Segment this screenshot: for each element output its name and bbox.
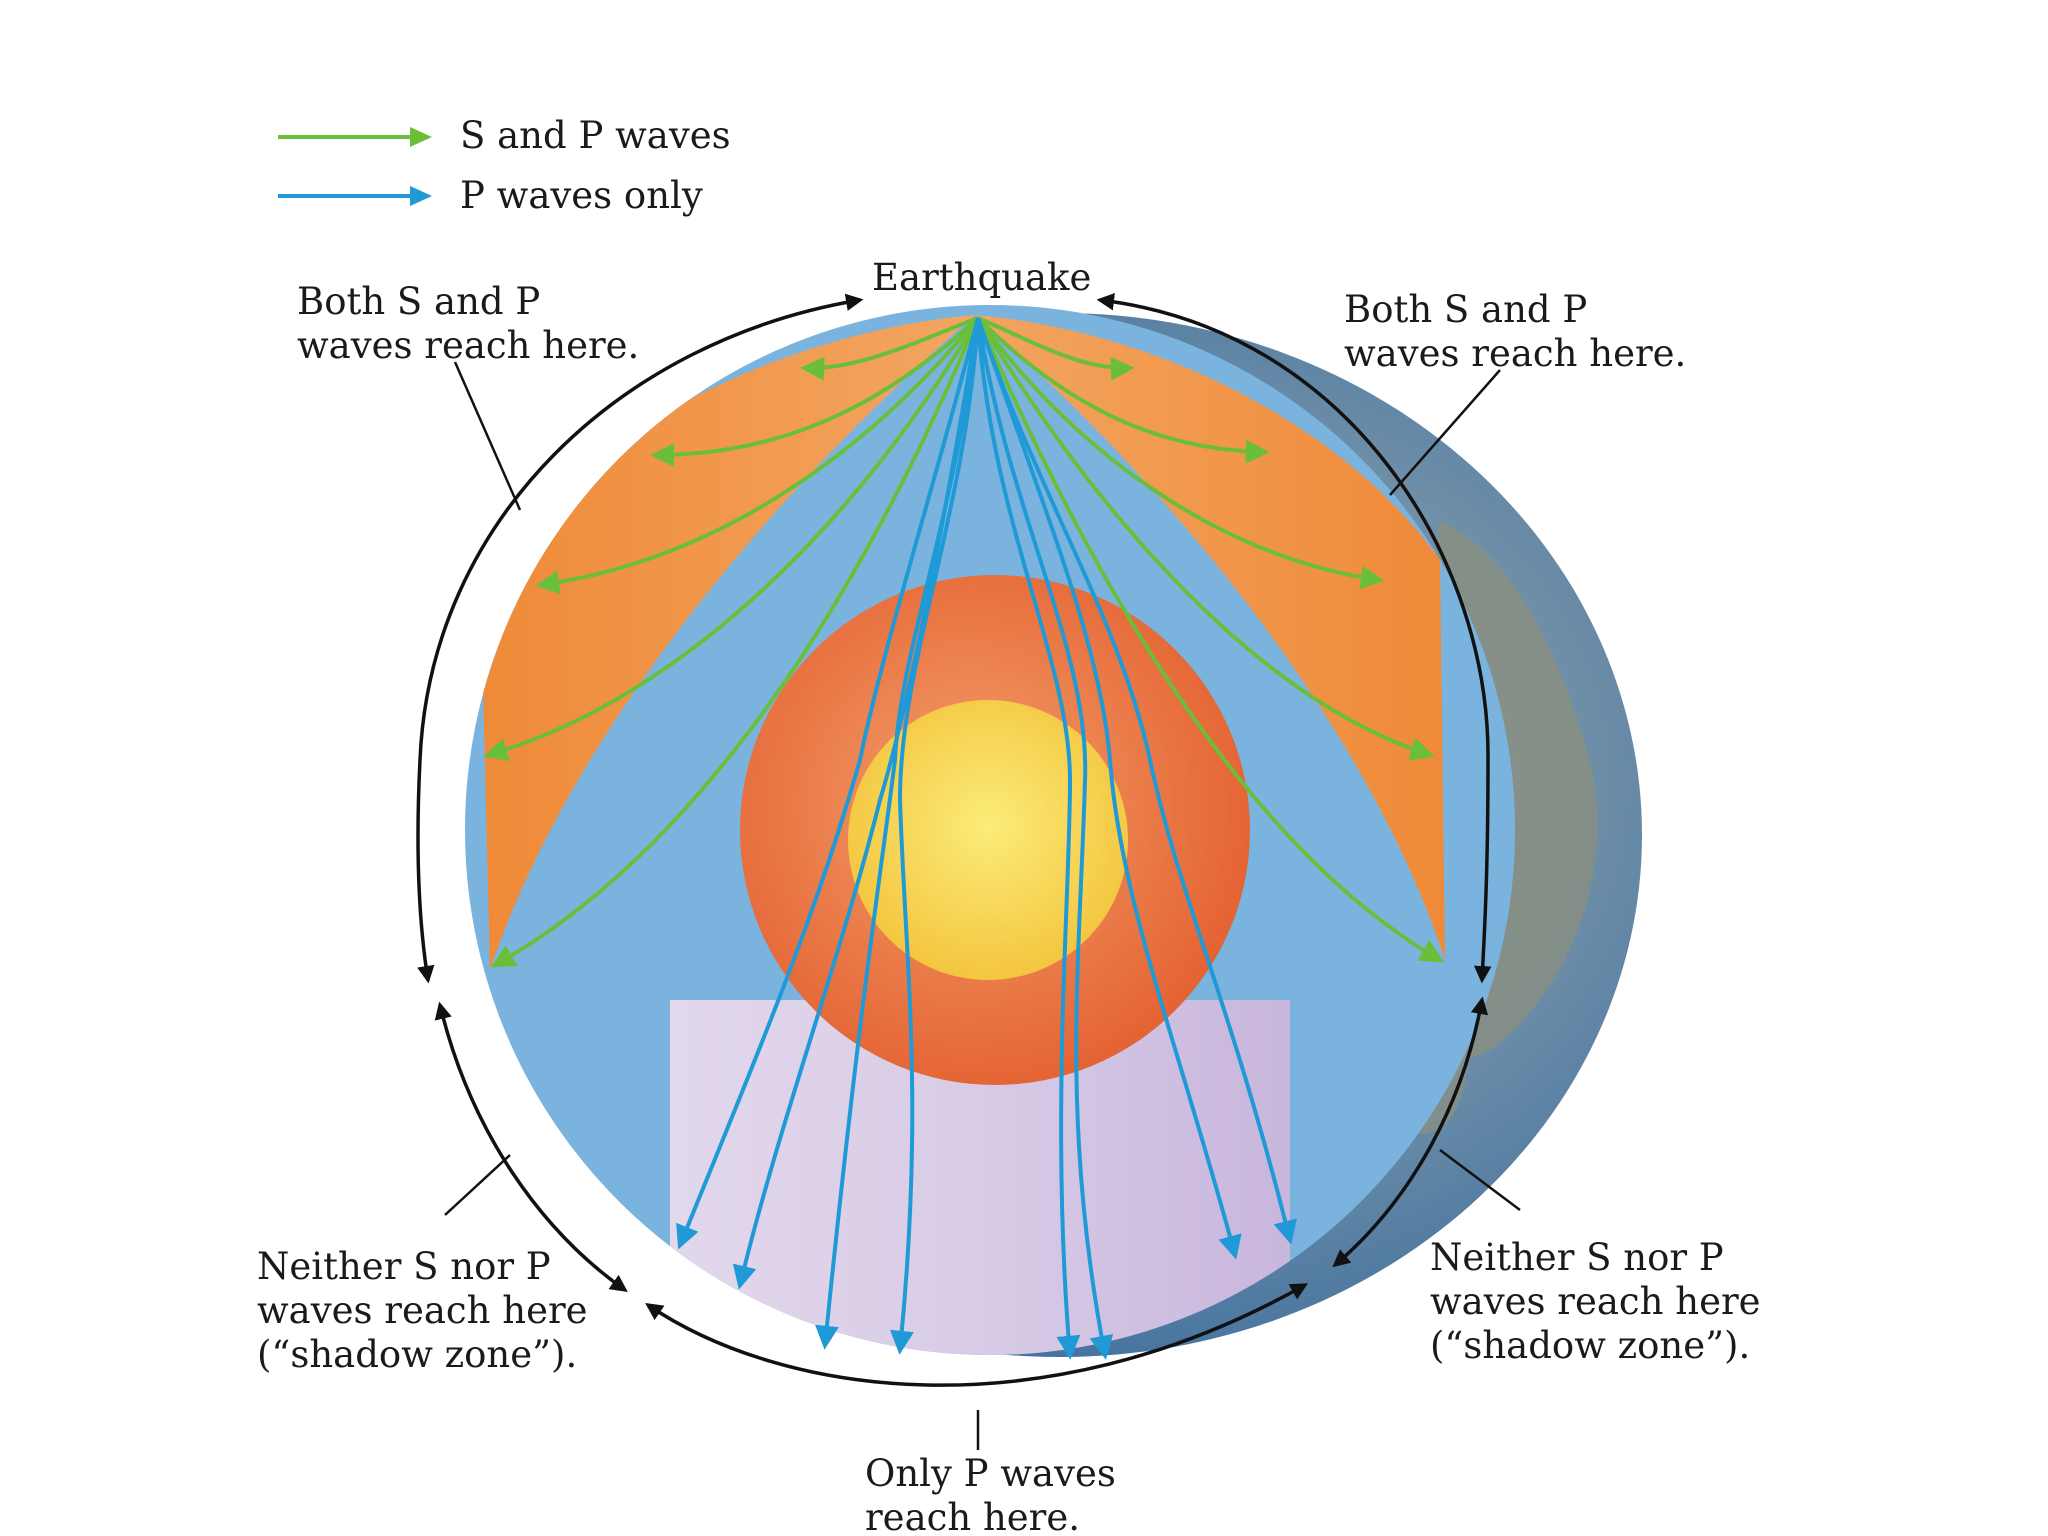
arc-shadow-left xyxy=(434,1001,628,1293)
leader-line xyxy=(1389,369,1501,496)
p-wave-rays xyxy=(676,317,1297,1360)
leader-line xyxy=(1439,1149,1521,1211)
p-ray xyxy=(889,317,980,1355)
label-line: waves reach here xyxy=(257,1289,588,1332)
leader-lines xyxy=(444,361,1521,1450)
label-line: Both S and P xyxy=(1344,288,1588,331)
shadow-zone-left-label: Neither S nor P waves reach here (“shado… xyxy=(257,1245,588,1377)
both-waves-right-label: Both S and P waves reach here. xyxy=(1344,288,1686,376)
label-line: Neither S nor P xyxy=(1430,1236,1724,1279)
blue-arrow-head-icon xyxy=(410,186,432,206)
label-line: waves reach here. xyxy=(1344,332,1687,375)
label-line: waves reach here. xyxy=(297,324,640,367)
legend-item-p-only: P waves only xyxy=(460,174,703,217)
earthquake-label: Earthquake xyxy=(872,256,1092,299)
p-ray xyxy=(814,317,980,1350)
surface-arcs xyxy=(416,292,1492,1387)
label-line: waves reach here xyxy=(1430,1280,1761,1323)
shadow-zone-right-label: Neither S nor P waves reach here (“shado… xyxy=(1430,1236,1761,1368)
label-line: (“shadow zone”). xyxy=(1430,1324,1751,1367)
label-line: Only P waves xyxy=(865,1452,1116,1495)
arc-only-p xyxy=(645,1283,1309,1387)
legend-item-s-and-p: S and P waves xyxy=(460,114,731,157)
green-arrow-head-icon xyxy=(410,127,432,147)
label-line: Neither S nor P xyxy=(257,1245,551,1288)
arc-both-right xyxy=(1096,292,1492,984)
label-line: Both S and P xyxy=(297,280,541,323)
leader-line xyxy=(453,361,522,511)
label-line: reach here. xyxy=(865,1496,1081,1536)
arc-shadow-right xyxy=(1332,996,1489,1268)
legend-arrows xyxy=(278,127,432,206)
leader-line xyxy=(444,1154,511,1216)
arc-both-left xyxy=(416,293,864,984)
label-line: (“shadow zone”). xyxy=(257,1333,578,1376)
inner-core xyxy=(848,700,1128,980)
p-ray xyxy=(976,317,1081,1360)
only-p-waves-label: Only P waves reach here. xyxy=(865,1452,1116,1536)
both-waves-left-label: Both S and P waves reach here. xyxy=(297,280,639,368)
p-ray xyxy=(976,317,1114,1360)
